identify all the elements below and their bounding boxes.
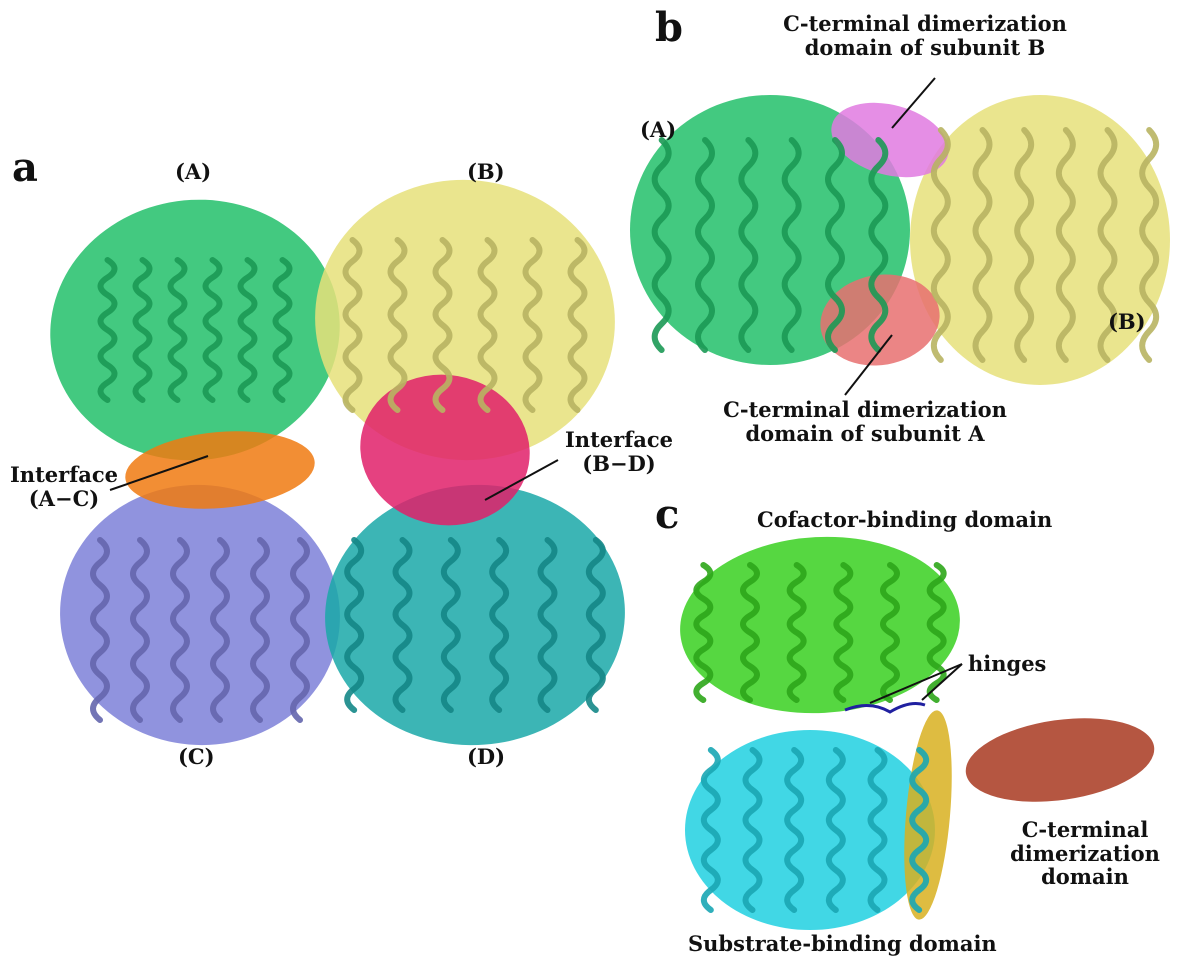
cterm-label-subunit-b: C-terminal dimerization domain of subuni…: [760, 12, 1090, 59]
subunit-c-helices-2: [170, 537, 190, 723]
subunit-b-helices-1: [387, 237, 408, 413]
panel-b-b-helices-3: [1055, 127, 1076, 363]
subunit-c-helices-4: [250, 537, 270, 723]
subunit-b-helices-3: [477, 237, 498, 413]
subunit-c-helices-3: [210, 537, 230, 723]
leader-cterm-a: [844, 334, 893, 396]
leader-hinges-2: [921, 663, 963, 701]
substrate-helices-4: [867, 747, 888, 913]
panel-b-a-helices-3: [781, 137, 802, 353]
subunit-d-helices-1: [392, 537, 413, 713]
panel-b-a-helices-0: [651, 137, 672, 353]
substrate-domain-label: Substrate-binding domain: [688, 931, 997, 956]
panel-letter-b: b: [655, 4, 683, 51]
interface-ac-line1: Interface: [9, 462, 118, 487]
substrate-helices-2: [784, 747, 805, 913]
cterm-a-line1: C-terminal dimerization: [723, 397, 1007, 422]
subunit-a-region: [50, 199, 340, 461]
subunit-c-helices-1: [130, 537, 150, 723]
panel-letter-a: a: [12, 144, 38, 191]
panel-b-b-helices-4: [1097, 127, 1118, 363]
leader-cterm-b: [891, 77, 936, 129]
subunit-d-region: [325, 484, 625, 746]
interface-bd-line2: (B−D): [582, 450, 656, 476]
subunit-a-helices-5: [272, 257, 293, 403]
panel-b-a-helices-1: [695, 137, 715, 353]
cterm-b-line2: domain of subunit B: [804, 34, 1046, 60]
panel-b-a-helices-4: [825, 137, 845, 353]
cterm-label-subunit-a: C-terminal dimerization domain of subuni…: [700, 398, 1030, 445]
cofactor-region: [680, 536, 960, 714]
panel-letter-c: c: [655, 491, 680, 538]
panel-b-b-helices-5: [1139, 127, 1160, 363]
interface-bd-line1: Interface: [564, 427, 673, 452]
subunit-d-helices-5: [585, 537, 606, 713]
cterm-b-line1: C-terminal dimerization: [783, 11, 1067, 36]
cofactor-helices-3: [833, 562, 854, 703]
substrate-helices-0: [700, 747, 721, 913]
subunit-label-a: (A): [175, 159, 212, 184]
subunit-b-helices-2: [432, 237, 453, 413]
subunit-label-b-panel-b: (B): [1108, 309, 1146, 334]
hinge-loop: [844, 702, 926, 714]
subunit-c-helices-0: [90, 537, 110, 723]
subunit-a-helices-3: [202, 257, 223, 403]
panel-b-a-helices-2: [738, 137, 759, 353]
interface-ac-line2: (A−C): [28, 485, 100, 511]
interface-label-ac: Interface (A−C): [8, 463, 120, 510]
substrate-helices-3: [825, 747, 846, 913]
cofactor-domain-label: Cofactor-binding domain: [757, 507, 1053, 532]
substrate-region: [685, 730, 935, 930]
interface-label-bd: Interface (B−D): [560, 428, 678, 475]
panel-b-b-helices-1: [972, 127, 993, 363]
hinges-label: hinges: [968, 651, 1047, 676]
subunit-d-helices-4: [537, 537, 558, 713]
cterm-b-region: [831, 102, 949, 178]
substrate-helices-1: [742, 747, 763, 913]
leader-interface-bd: [484, 459, 559, 501]
cofactor-helices-4: [880, 562, 900, 703]
subunit-c-region: [60, 484, 340, 746]
panel-b-b-helices-2: [1014, 127, 1035, 363]
cofactor-helices-1: [740, 562, 760, 703]
cofactor-helices-0: [693, 562, 714, 703]
cterm-c-line3: domain: [1041, 864, 1129, 890]
subunit-a-helices-4: [237, 257, 258, 403]
subunit-c-helices-5: [290, 537, 310, 723]
subunit-label-b: (B): [467, 159, 505, 184]
cterm-a-line2: domain of subunit A: [745, 420, 985, 446]
subunit-a-helices-0: [97, 257, 118, 403]
subunit-d-helices-0: [344, 537, 365, 713]
cterm-domain-label: C-terminal dimerization domain: [1000, 818, 1170, 889]
subunit-a-helices-2: [167, 257, 188, 403]
subunit-a-helices-1: [132, 257, 153, 403]
leader-interface-ac: [109, 455, 209, 491]
substrate-helices-5: [909, 747, 930, 913]
panel-b-b-helices-0: [930, 127, 951, 363]
subunit-label-d: (D): [467, 744, 506, 769]
subunit-b-helices-4: [522, 237, 543, 413]
cofactor-helices-2: [786, 562, 807, 703]
subunit-label-c: (C): [178, 744, 215, 769]
subunit-d-helices-2: [440, 537, 461, 713]
subunit-label-b-panel-a: (A): [640, 117, 677, 142]
cofactor-helices-5: [926, 562, 947, 703]
interface-ac-region: [125, 431, 315, 509]
subunit-d-helices-3: [489, 537, 510, 713]
cterm-c-line1: C-terminal: [1021, 817, 1149, 842]
cterm-c-line2: dimerization: [1010, 840, 1160, 866]
leader-hinges-1: [869, 663, 963, 704]
subunit-b-helices-5: [567, 237, 588, 413]
panel-b-a-helices-5: [868, 137, 889, 353]
cterm-domain-region: [965, 718, 1155, 802]
subunit-b-helices-0: [342, 237, 363, 413]
